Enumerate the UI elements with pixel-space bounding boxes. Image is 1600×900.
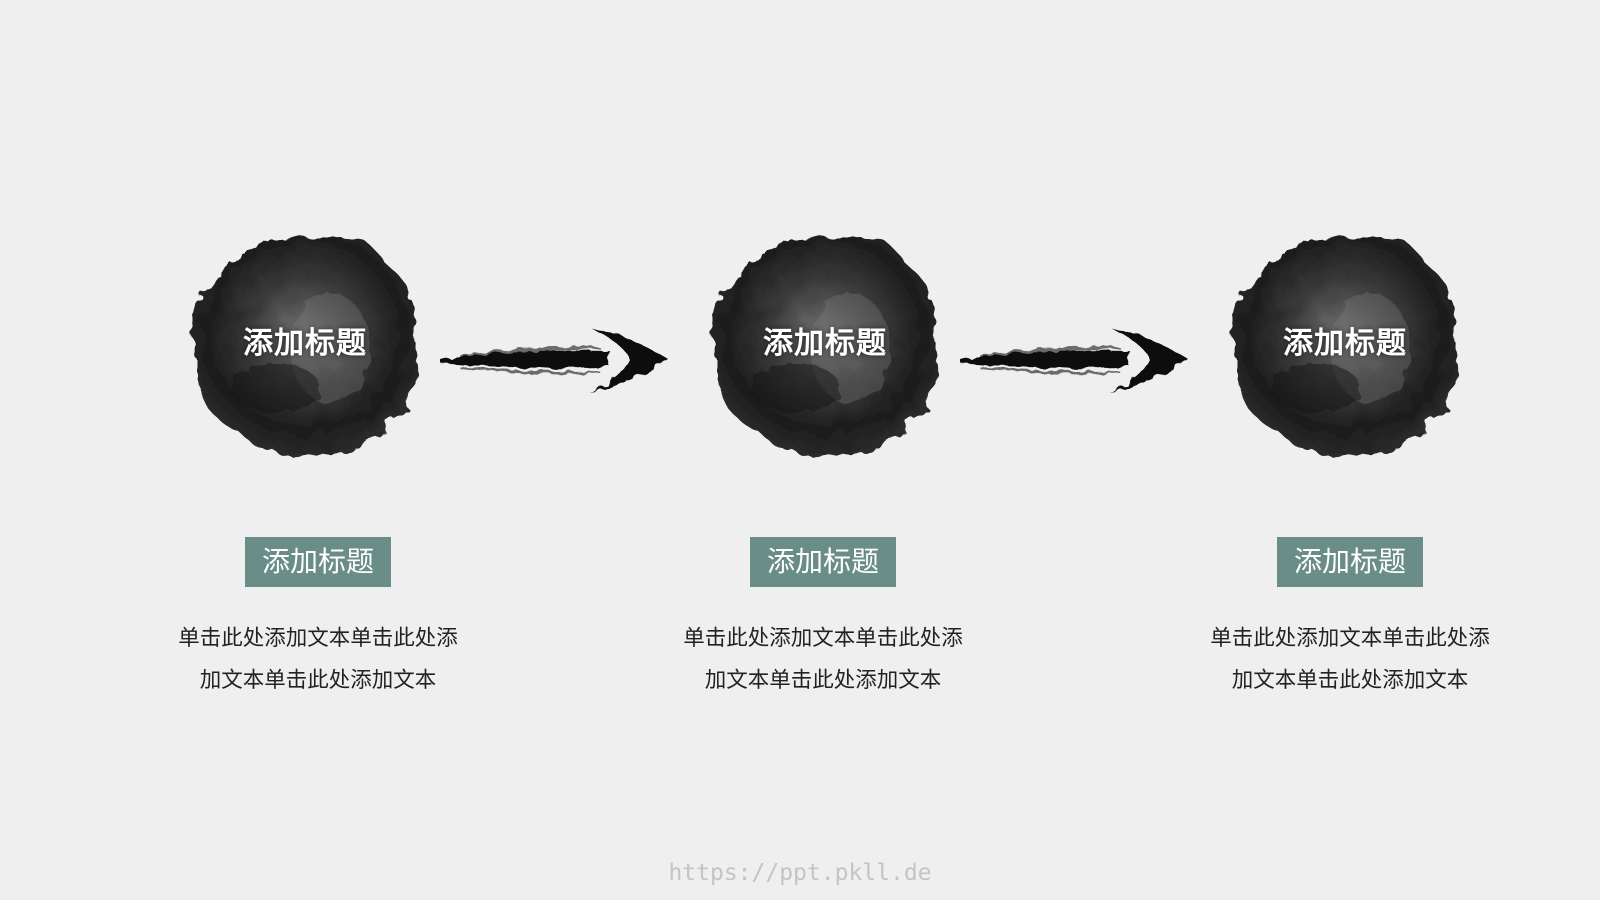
step-3-tag[interactable]: 添加标题 [1277, 537, 1423, 587]
ink-blot-icon [713, 234, 938, 456]
footer-watermark: https://ppt.pkll.de [668, 860, 932, 886]
step-2-tag[interactable]: 添加标题 [750, 537, 896, 587]
brush-arrow-icon [440, 327, 668, 393]
desc-line: 单击此处添加文本单击此处添 [683, 626, 963, 651]
desc-line: 加文本单击此处添加文本 [1231, 668, 1469, 693]
ink-title[interactable]: 添加标题 [1283, 326, 1407, 361]
ink-blot-icon [1233, 234, 1458, 456]
step-1-description[interactable]: 单击此处添加文本单击此处添 加文本单击此处添加文本 [153, 618, 483, 702]
brush-arrow-1 [440, 315, 675, 405]
step-3-description[interactable]: 单击此处添加文本单击此处添 加文本单击此处添加文本 [1185, 618, 1515, 702]
step-2-description[interactable]: 单击此处添加文本单击此处添 加文本单击此处添加文本 [658, 618, 988, 702]
step-1-tag[interactable]: 添加标题 [245, 537, 391, 587]
desc-line: 单击此处添加文本单击此处添 [1210, 626, 1490, 651]
desc-line: 加文本单击此处添加文本 [199, 668, 437, 693]
desc-line: 单击此处添加文本单击此处添 [178, 626, 458, 651]
desc-line: 加文本单击此处添加文本 [704, 668, 942, 693]
ink-blot-icon [193, 234, 418, 456]
ink-blot-step-2: 添加标题 [700, 218, 950, 468]
ink-blot-step-1: 添加标题 [180, 218, 430, 468]
brush-arrow-2 [960, 315, 1195, 405]
brush-arrow-icon [960, 327, 1188, 393]
ink-title[interactable]: 添加标题 [763, 326, 887, 361]
ink-title[interactable]: 添加标题 [243, 326, 367, 361]
ink-blot-step-3: 添加标题 [1220, 218, 1470, 468]
